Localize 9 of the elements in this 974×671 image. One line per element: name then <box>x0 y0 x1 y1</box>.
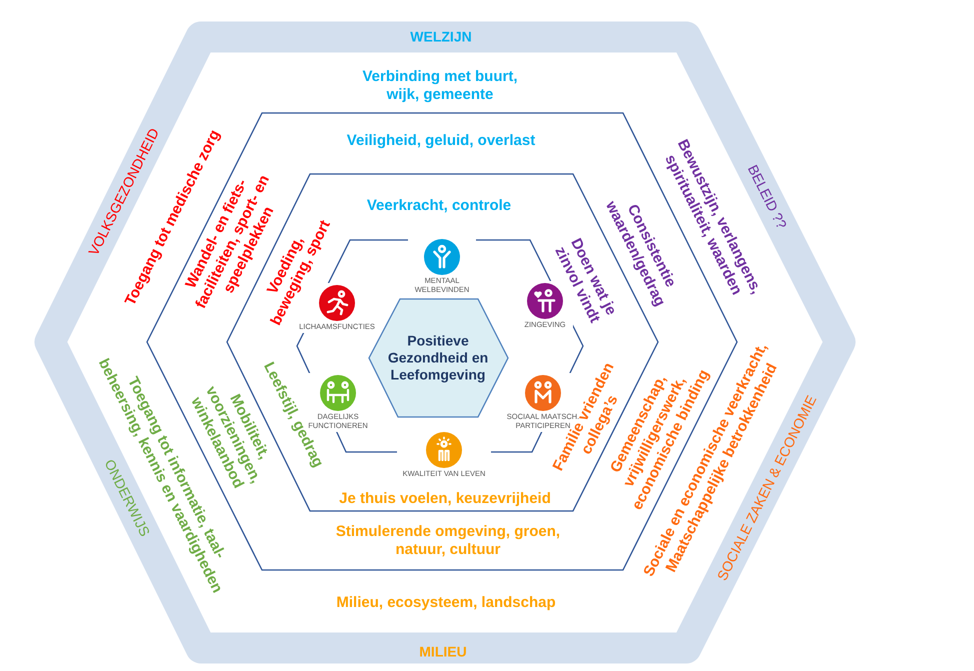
factor-text: Milieu, ecosysteem, landschap <box>336 594 556 612</box>
center-title: Positieve Gezondheid en Leefomgeving <box>386 332 490 384</box>
factor-text: Veerkracht, controle <box>366 197 512 215</box>
sector-heading: MILIEU <box>419 644 467 660</box>
factor-text: Je thuis voelen, keuzevrijheid <box>339 490 551 508</box>
factor-text: Verbinding met buurt, wijk, gemeente <box>361 68 518 104</box>
factor-text: Veiligheid, geluid, overlast <box>346 132 536 150</box>
factor-text: Stimulerende omgeving, groen, natuur, cultuur <box>334 523 562 559</box>
sector-heading: WELZIJN <box>410 28 472 46</box>
